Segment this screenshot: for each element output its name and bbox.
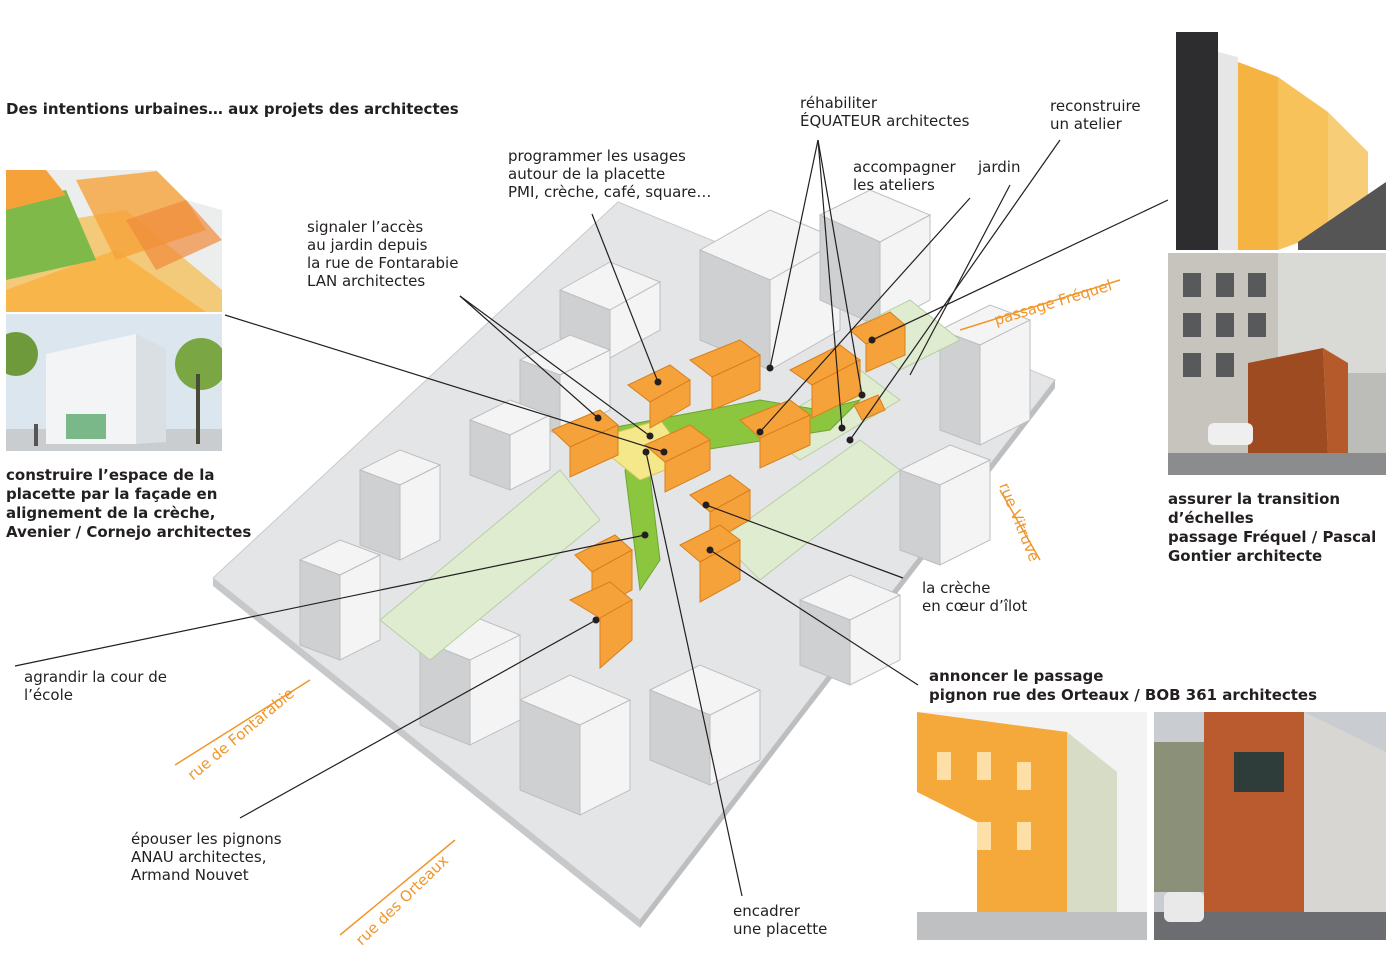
render-pignon-orteaux [917,712,1147,940]
street-lines [174,279,1121,936]
ground-slab-edge [213,578,640,928]
render-passage-frequel [1168,32,1386,250]
render-bob361-facade [1154,712,1386,940]
page-title: Des intentions urbaines… aux projets des… [6,100,459,118]
render-creche-facade [6,314,222,451]
orange-buildings [551,311,906,670]
photo-passage-frequel-street [1168,253,1386,475]
label-jardin: jardin [978,158,1021,176]
leader-lines [14,139,1169,897]
render-placette-axonometric [6,170,222,312]
leader-dots [592,336,876,624]
